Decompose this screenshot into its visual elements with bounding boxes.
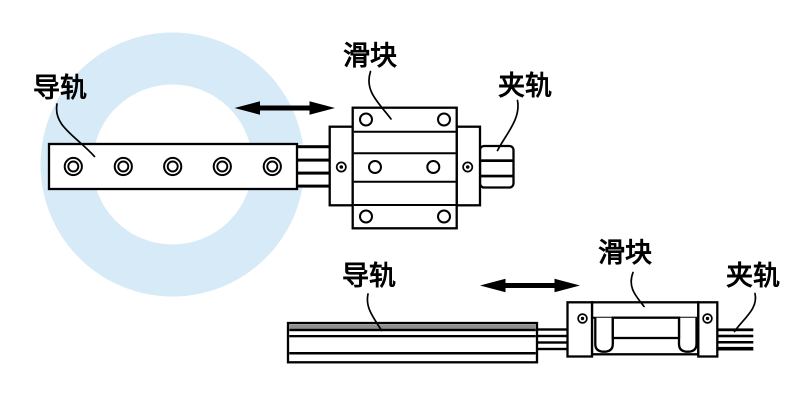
leader-side-clamp-rail (733, 292, 757, 333)
side-slider-end-cap-left (566, 301, 594, 358)
leader-top-guide-rail (55, 103, 96, 158)
slider-bolt-hole (426, 160, 441, 174)
side-view-assembly: 导轨 滑块 夹轨 (286, 238, 780, 364)
rail-hole (262, 156, 282, 177)
top-clamp-rail-label: 夹轨 (498, 70, 552, 101)
top-clamp-rail (478, 144, 515, 189)
side-rail-neck-left (537, 328, 568, 351)
slider-slot-left (594, 317, 614, 353)
side-slider-end-cap-right (697, 301, 719, 358)
top-slider-body (351, 106, 458, 230)
slider-bolt-hole (437, 112, 451, 127)
side-slider-label: 滑块 (598, 238, 653, 268)
top-rail-neck (295, 144, 331, 188)
slider-bolt-hole (437, 209, 451, 224)
top-slider-label: 滑块 (343, 41, 398, 71)
top-guide-rail-label: 导轨 (33, 72, 87, 103)
leader-side-slider (630, 271, 645, 308)
rail-hole (113, 156, 133, 177)
side-clamp-rail-label: 夹轨 (726, 260, 780, 291)
slider-bolt-hole (368, 160, 382, 174)
side-motion-arrow (480, 278, 580, 293)
side-slider-body (590, 301, 700, 356)
rail-hole (163, 156, 183, 177)
side-guide-rail-label: 导轨 (342, 260, 396, 291)
side-guide-rail (286, 321, 539, 364)
top-motion-arrow (234, 101, 335, 115)
slider-slot-right (677, 317, 698, 353)
slider-bolt-hole (359, 112, 373, 127)
slider-bolt-hole (359, 209, 373, 224)
leader-top-slider (368, 70, 392, 120)
rail-hole (63, 156, 83, 177)
slider-center-bar (611, 316, 681, 340)
rail-hole (212, 156, 232, 177)
leader-top-clamp-rail (496, 99, 519, 152)
top-view-assembly: 导轨 滑块 夹轨 (33, 41, 552, 230)
top-slider-end-cap-right (455, 125, 482, 207)
top-guide-rail (47, 142, 299, 191)
leader-side-guide-rail (366, 293, 383, 332)
top-slider-end-cap-left (328, 125, 354, 207)
